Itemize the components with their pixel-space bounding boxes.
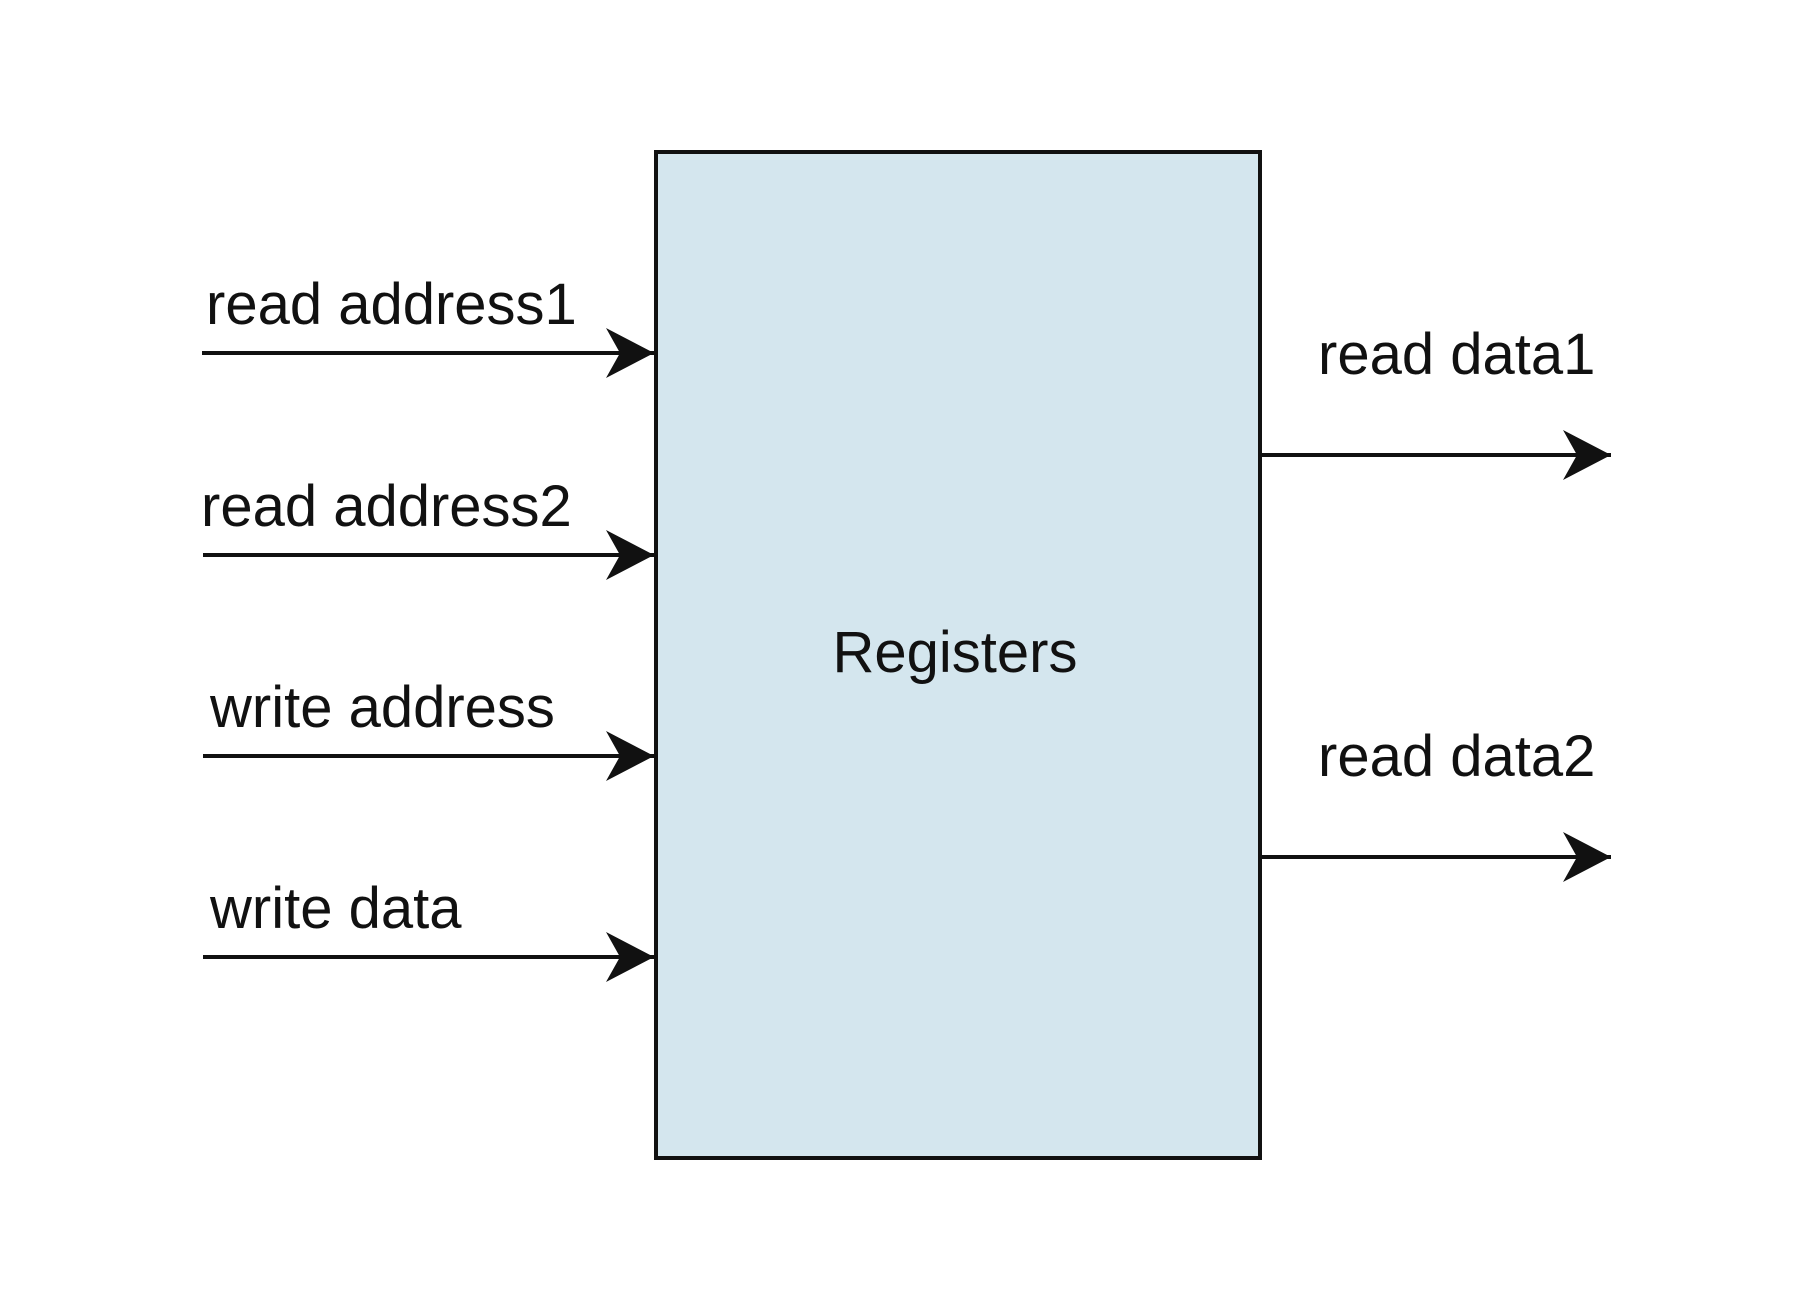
input-label-read-address1: read address1 bbox=[206, 272, 577, 337]
input-label-write-data: write data bbox=[210, 876, 462, 941]
registers-block bbox=[654, 150, 1262, 1160]
registers-label: Registers bbox=[832, 620, 1078, 685]
input-label-read-address2: read address2 bbox=[201, 474, 572, 539]
input-label-write-address: write address bbox=[210, 675, 555, 740]
output-label-read-data2: read data2 bbox=[1318, 724, 1596, 789]
output-label-read-data1: read data1 bbox=[1318, 322, 1596, 387]
